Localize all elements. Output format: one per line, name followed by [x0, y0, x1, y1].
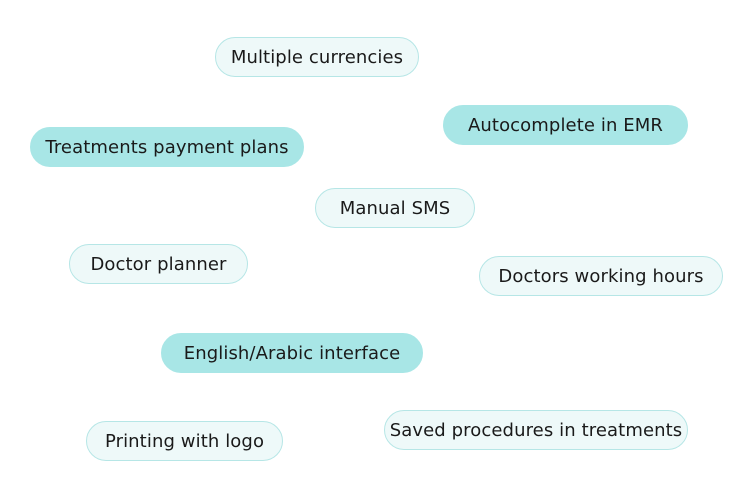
tag-label: Doctor planner: [90, 253, 227, 275]
tag-label: Treatments payment plans: [45, 136, 289, 158]
tag-doctors-working-hours: Doctors working hours: [479, 256, 723, 296]
tag-label: Autocomplete in EMR: [467, 114, 664, 136]
tag-autocomplete-in-emr: Autocomplete in EMR: [443, 105, 688, 145]
tag-saved-procedures-in-treatments: Saved procedures in treatments: [384, 410, 688, 450]
tag-multiple-currencies: Multiple currencies: [215, 37, 419, 77]
tag-doctor-planner: Doctor planner: [69, 244, 248, 284]
tag-label: Manual SMS: [339, 197, 451, 219]
tag-label: English/Arabic interface: [183, 342, 401, 364]
tag-manual-sms: Manual SMS: [315, 188, 475, 228]
tag-label: Printing with logo: [104, 430, 265, 452]
tag-label: Doctors working hours: [498, 265, 704, 287]
tag-label: Multiple currencies: [230, 46, 404, 68]
tag-label: Saved procedures in treatments: [389, 419, 683, 441]
tag-english-arabic-interface: English/Arabic interface: [161, 333, 423, 373]
tag-treatments-payment-plans: Treatments payment plans: [30, 127, 304, 167]
tag-printing-with-logo: Printing with logo: [86, 421, 283, 461]
